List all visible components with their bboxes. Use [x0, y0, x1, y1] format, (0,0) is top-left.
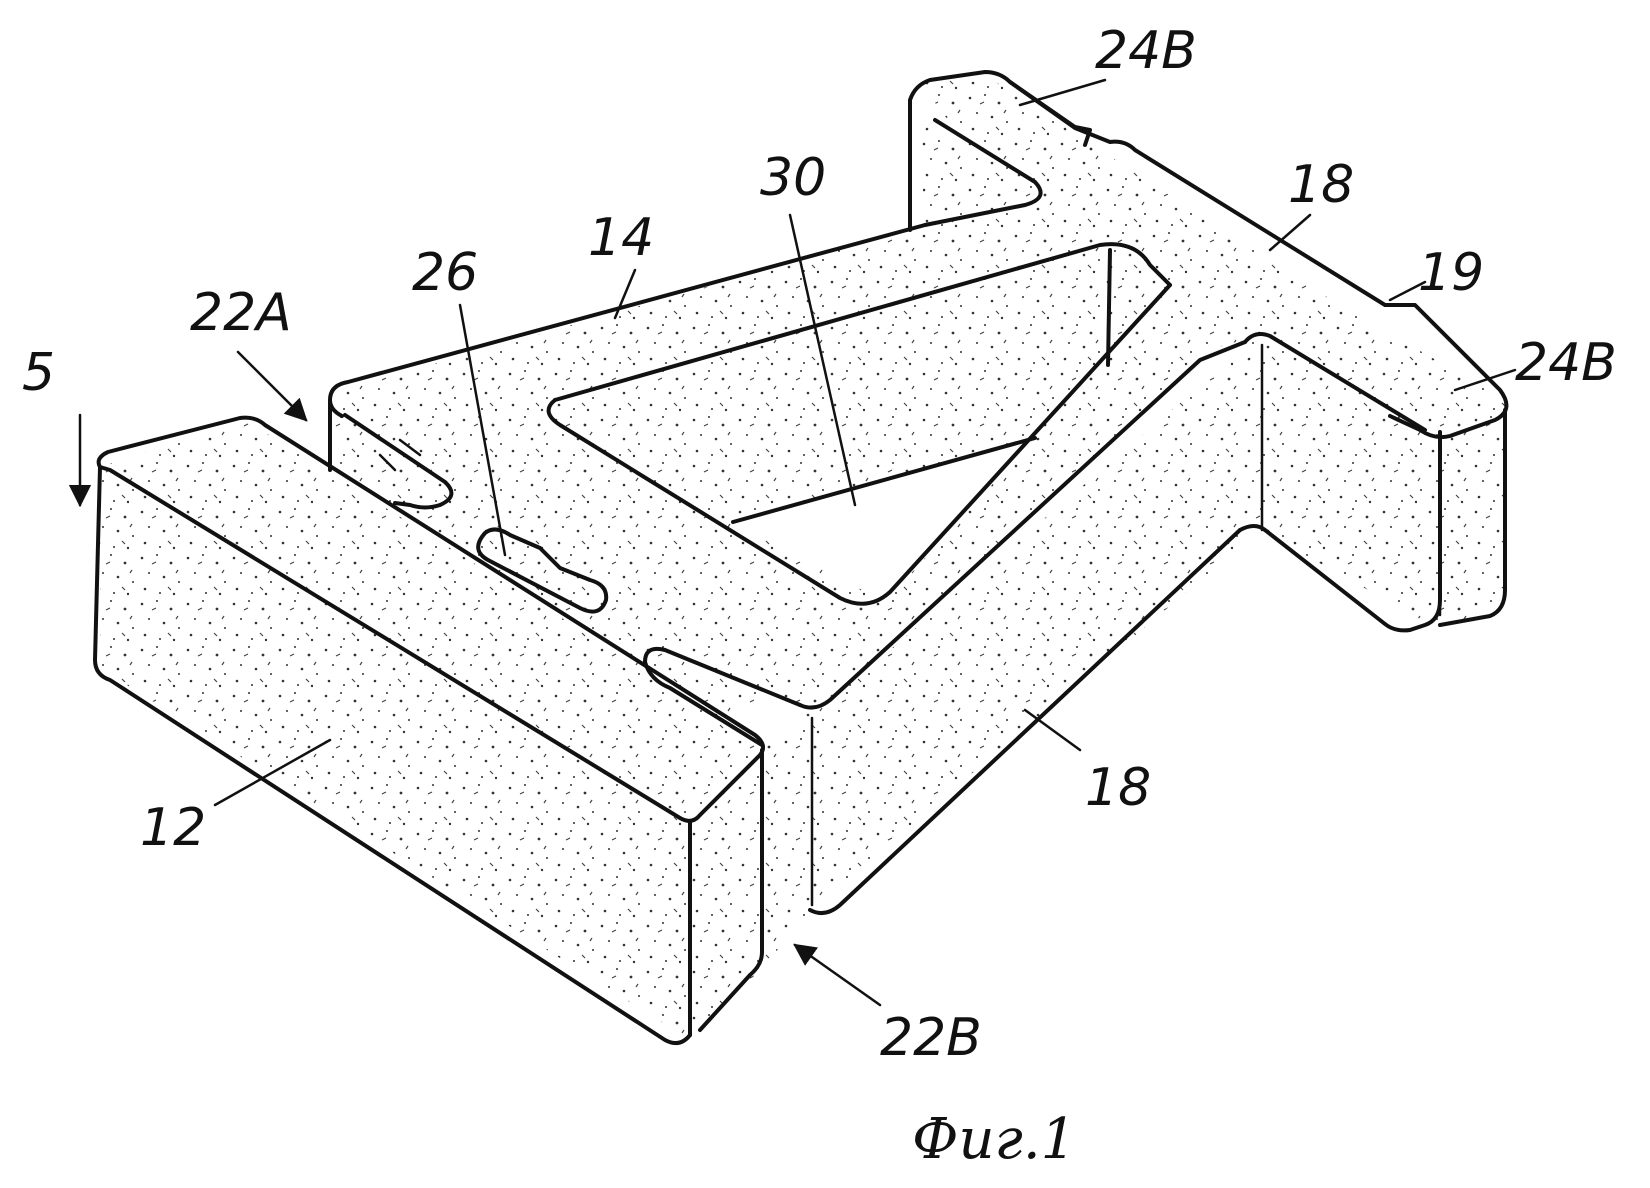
block-12	[93, 415, 766, 1046]
label-14: 14	[588, 208, 654, 268]
opening-30	[546, 242, 1172, 606]
label-12: 12	[140, 798, 206, 858]
leader-lines	[68, 78, 1517, 1007]
label-5: 5	[22, 343, 55, 403]
leader-24b-right	[1453, 368, 1517, 392]
frame-14	[328, 70, 1509, 916]
leader-19	[1388, 280, 1427, 302]
arrow-22b	[793, 943, 882, 1007]
leader-18-top	[1268, 213, 1312, 252]
label-26: 26	[412, 243, 478, 303]
label-18-top: 18	[1288, 155, 1354, 215]
label-22b: 22B	[880, 1008, 982, 1068]
reference-labels: 5 22A 26 14 30 24B 18 19 24B 18 12 22B	[22, 21, 1617, 1068]
arrow-22a	[236, 350, 308, 422]
leader-12	[213, 738, 332, 807]
leader-18-bottom	[1023, 708, 1082, 752]
leader-14	[613, 268, 637, 320]
label-30: 30	[760, 148, 826, 208]
leader-30	[788, 213, 857, 507]
label-22a: 22A	[190, 283, 292, 343]
leader-26	[458, 303, 507, 557]
label-18-bottom: 18	[1085, 758, 1151, 818]
leader-24b-top	[1018, 78, 1107, 107]
figure-caption: Фиг.1	[912, 1107, 1076, 1172]
label-24b-top: 24B	[1095, 21, 1197, 81]
label-19: 19	[1418, 243, 1484, 303]
label-24b-right: 24B	[1515, 333, 1617, 393]
